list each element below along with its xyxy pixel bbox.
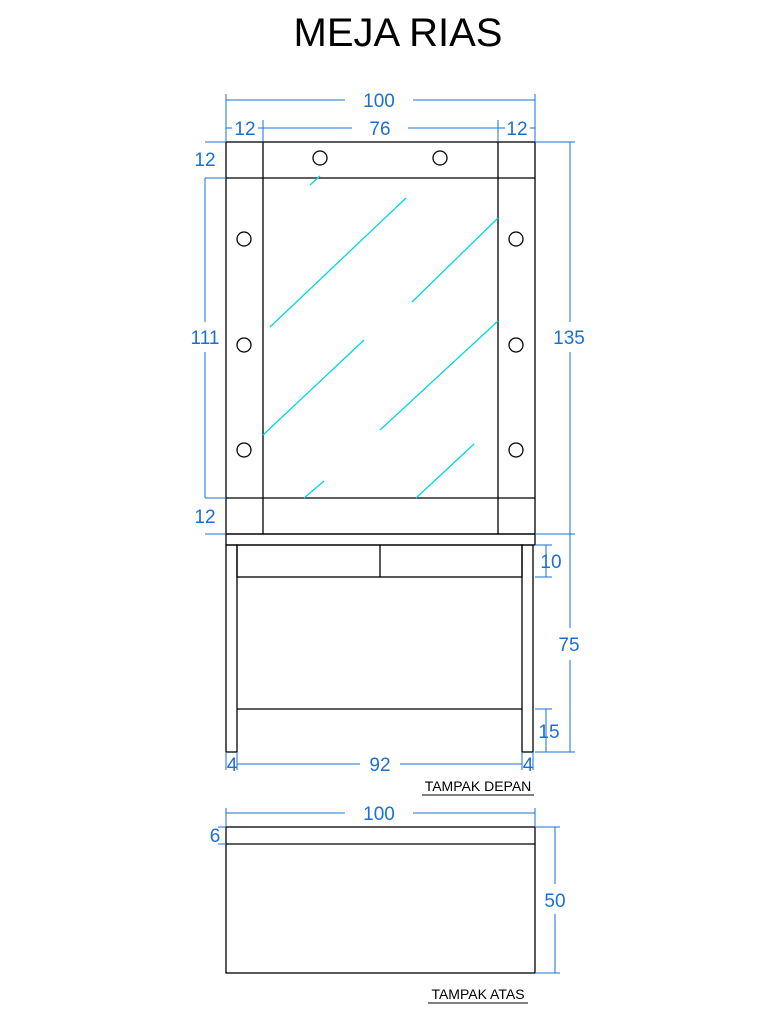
dim-frame-top: 12 (194, 150, 215, 171)
dim-leg-left: 4 (227, 755, 238, 776)
top-view-label: TAMPAK ATAS (431, 986, 524, 1002)
mirror-lamps (236, 150, 524, 458)
dim-frame-bottom: 12 (194, 507, 215, 528)
mirror-glass (262, 175, 499, 499)
top-dimensions (218, 808, 560, 974)
table-body (225, 533, 536, 753)
mirror-frame (225, 141, 536, 535)
front-view-label: TAMPAK DEPAN (425, 778, 532, 794)
dim-shelf-height: 15 (538, 722, 559, 743)
dim-table-height: 75 (558, 635, 579, 656)
dim-leg-gap: 92 (369, 755, 390, 776)
dim-top-width: 100 (363, 804, 395, 825)
dim-leg-right: 4 (523, 755, 534, 776)
dim-frame-left: 12 (234, 119, 255, 140)
dim-mirror-width: 76 (369, 119, 390, 140)
drawing-title: MEJA RIAS (294, 11, 503, 55)
dim-mirror-height: 111 (191, 328, 220, 349)
dim-top-lip: 6 (210, 826, 221, 847)
top-view-outline (225, 826, 536, 974)
dim-frame-right: 12 (506, 119, 527, 140)
dim-total-width: 100 (363, 91, 395, 112)
front-dimension-labels: 100 12 76 12 12 111 12 135 10 75 15 4 92… (191, 91, 585, 776)
top-dimension-labels: 100 6 50 (210, 804, 566, 912)
dim-top-depth: 50 (544, 891, 565, 912)
front-dimensions (204, 94, 575, 770)
dim-drawer-height: 10 (540, 552, 561, 573)
dim-mirror-total-height: 135 (553, 328, 585, 349)
